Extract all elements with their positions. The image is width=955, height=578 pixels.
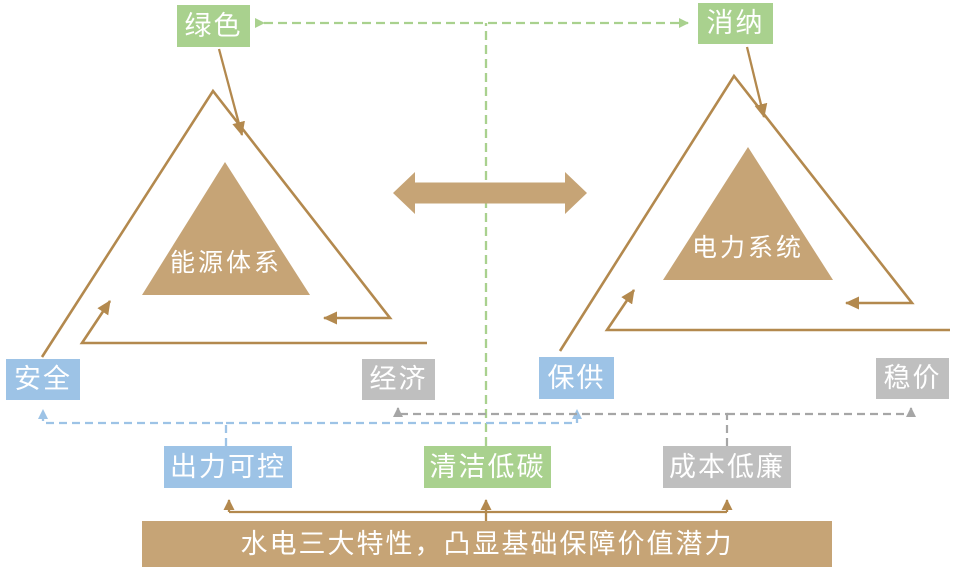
absorption-label-to-power-arrow — [745, 46, 768, 118]
power-triangle-cycle-arrow-1 — [558, 73, 915, 352]
feature-low-cost: 成本低廉 — [663, 446, 791, 488]
power-filled-triangle — [663, 147, 833, 280]
blue-dashed-connector-to-safety — [38, 409, 228, 446]
feature-controllable-output: 出力可控 — [164, 446, 292, 488]
feature-clean-low-carbon: 清洁低碳 — [424, 446, 551, 488]
energy-triangle-cycle-arrow-1 — [40, 88, 393, 358]
corner-label-absorption: 消纳 — [698, 3, 773, 44]
corner-label-safety: 安全 — [6, 359, 80, 400]
bidirectional-arrow — [393, 172, 587, 214]
banner-title: 水电三大特性，凸显基础保障价值潜力 — [142, 521, 832, 567]
corner-label-green: 绿色 — [177, 5, 250, 47]
energy-triangle-cycle-arrow-2 — [79, 300, 427, 345]
energy-system-name: 能源体系 — [169, 249, 282, 277]
gray-dashed-connector-to-economy — [393, 407, 729, 446]
energy-filled-triangle — [142, 162, 310, 295]
corner-label-price-stability: 稳价 — [876, 358, 949, 399]
gray-dashed-connector-to-price-stability — [727, 407, 916, 417]
blue-dashed-connector-to-supply — [226, 409, 582, 425]
corner-label-supply: 保供 — [539, 357, 614, 399]
corner-label-economy: 经济 — [362, 359, 435, 400]
power-triangle-cycle-arrow-2 — [604, 289, 950, 332]
power-system-name: 电力系统 — [691, 234, 804, 262]
green-label-to-energy-arrow — [217, 48, 245, 136]
